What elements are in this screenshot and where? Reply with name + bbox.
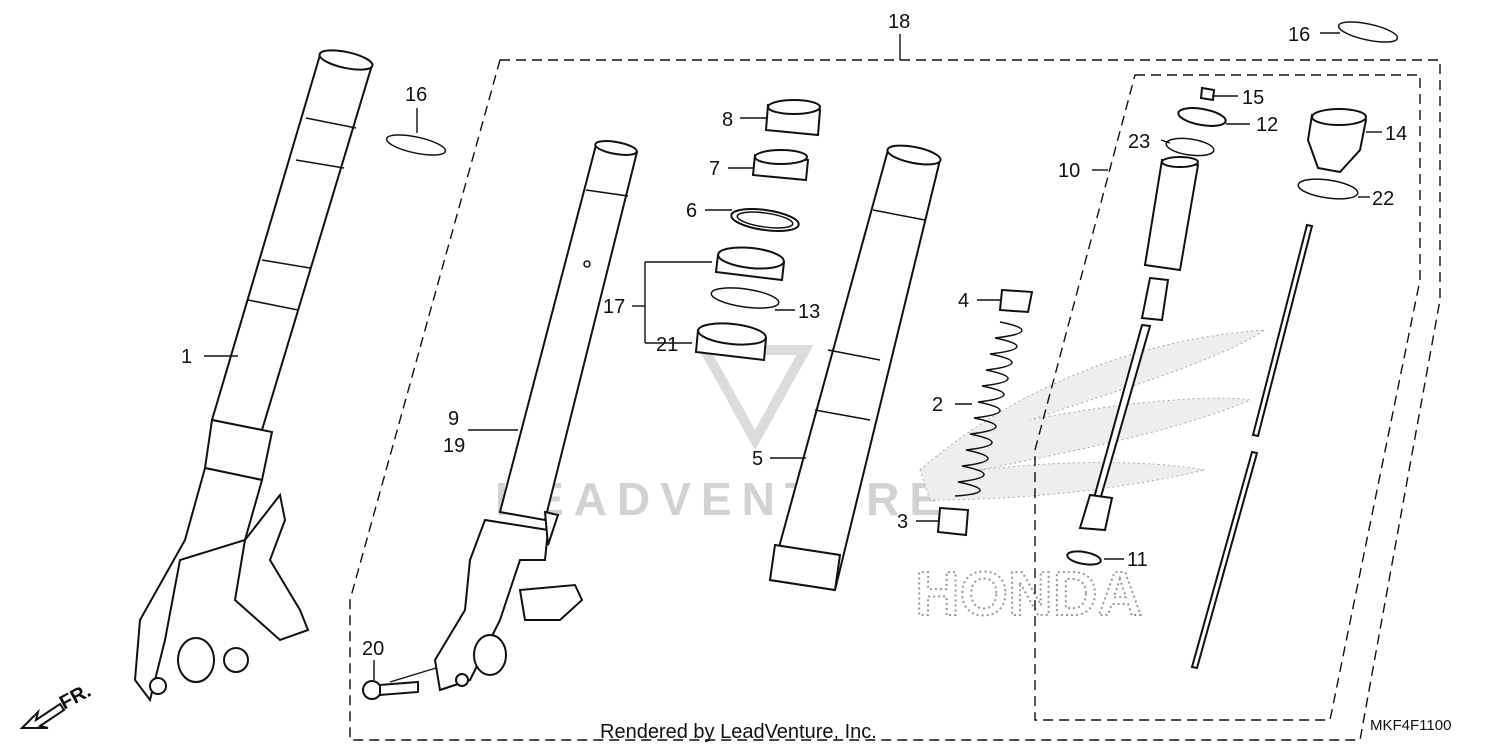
callout-18: 18 [888, 11, 910, 33]
bushing-7 [751, 149, 810, 182]
callout-16-right: 16 [1288, 24, 1310, 46]
front-direction-arrow: FR. [19, 680, 95, 729]
callout-9: 9 [448, 408, 459, 430]
oil-seal-17 [714, 246, 786, 282]
footer-credit: Rendered by LeadVenture, Inc. [600, 721, 877, 743]
o-ring-16-left [385, 134, 447, 156]
o-ring-23 [1165, 137, 1215, 157]
callout-20: 20 [362, 638, 384, 660]
seat-ring-6 [730, 208, 800, 232]
leader-lines [204, 32, 1382, 683]
callout-15: 15 [1242, 87, 1264, 109]
watermark-text: LEADVENTURE [495, 473, 950, 525]
honda-text: HONDA [915, 560, 1142, 629]
outer-tube [768, 144, 942, 592]
diagram-code: MKF4F1100 [1370, 717, 1451, 734]
assembly-outline-10 [1034, 74, 1421, 721]
fork-leg-complete [133, 49, 374, 703]
callout-labels: 1 2 3 4 5 6 7 8 9 10 11 12 13 14 15 16 1… [181, 11, 1407, 660]
rod [1251, 223, 1314, 438]
collar-3 [936, 506, 970, 537]
stopper-ring-13 [710, 287, 780, 309]
inner-tube [433, 140, 639, 692]
callout-11: 11 [1127, 549, 1148, 571]
rod-lower [1190, 450, 1259, 670]
assembly-outline-18 [349, 59, 1441, 741]
callout-17: 17 [603, 296, 625, 318]
bolt [362, 680, 419, 700]
o-ring-22 [1297, 178, 1359, 200]
nut-15 [1199, 86, 1216, 102]
callout-6: 6 [686, 200, 697, 222]
callout-1: 1 [181, 346, 192, 368]
callout-19: 19 [443, 435, 465, 457]
o-ring-16-right [1337, 21, 1399, 43]
cartridge-body [1078, 156, 1200, 532]
callout-21: 21 [656, 334, 678, 356]
honda-brand-mark: HONDA [914, 329, 1267, 630]
callout-2: 2 [932, 394, 943, 416]
callout-7: 7 [709, 158, 720, 180]
callout-23: 23 [1128, 131, 1150, 153]
callout-4: 4 [958, 290, 969, 312]
cap-14 [1306, 108, 1368, 174]
callout-13: 13 [798, 301, 820, 323]
callout-12: 12 [1256, 114, 1278, 136]
bushing-8 [764, 99, 822, 137]
washer-12 [1177, 107, 1227, 127]
fork-spring-2 [954, 321, 1023, 497]
callout-10: 10 [1058, 160, 1080, 182]
washer-11 [1066, 550, 1102, 566]
callout-22: 22 [1372, 188, 1394, 210]
callout-14: 14 [1385, 123, 1407, 145]
callout-3: 3 [897, 511, 908, 533]
callout-8: 8 [722, 109, 733, 131]
spring-seat-4 [998, 288, 1034, 314]
callout-16-left: 16 [405, 84, 427, 106]
watermark: LEADVENTURE [495, 345, 950, 525]
dust-seal-21 [694, 322, 768, 362]
callout-5: 5 [752, 448, 763, 470]
